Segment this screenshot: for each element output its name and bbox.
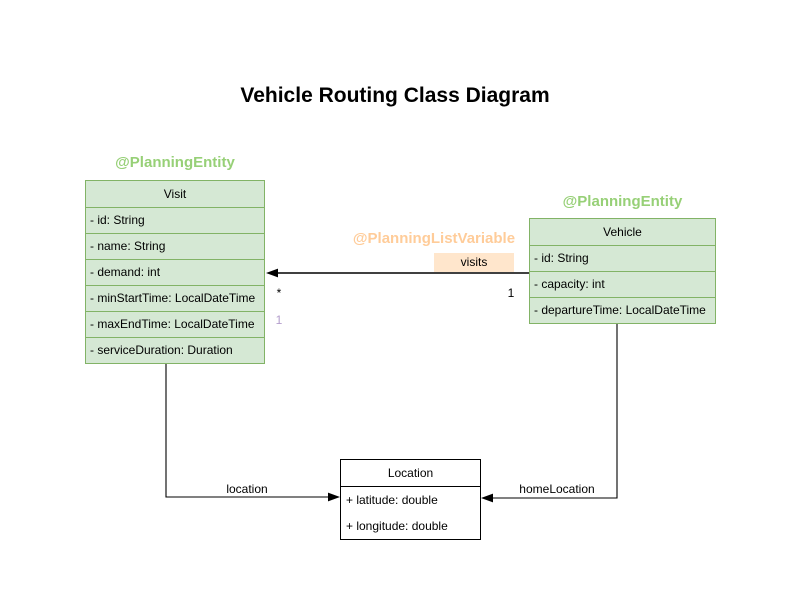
location-edge xyxy=(165,362,329,498)
visits-source-multiplicity: 1 xyxy=(507,286,515,300)
location-arrowhead-icon xyxy=(328,492,340,502)
visits-target-multiplicity: * xyxy=(276,286,282,300)
class-vehicle-attribute: - id: String xyxy=(530,245,715,271)
planning-list-variable-annotation: @PlanningListVariable xyxy=(352,230,516,247)
diagram-title: Vehicle Routing Class Diagram xyxy=(240,84,550,107)
visits-edge-label: visits xyxy=(434,253,514,272)
class-visit-attribute: - demand: int xyxy=(86,259,264,285)
class-visit-attribute: - minStartTime: LocalDateTime xyxy=(86,285,264,311)
class-vehicle: Vehicle - id: String - capacity: int - d… xyxy=(529,218,716,324)
home-location-edge-label: homeLocation xyxy=(519,482,595,496)
visits-arrowhead-icon xyxy=(266,268,278,278)
vehicle-planning-entity-annotation: @PlanningEntity xyxy=(562,193,683,210)
class-visit-name: Visit xyxy=(163,187,187,201)
class-location-name: Location xyxy=(387,466,434,480)
class-vehicle-attribute: - departureTime: LocalDateTime xyxy=(530,297,715,323)
class-visit-attribute: - id: String xyxy=(86,207,264,233)
class-location-attribute: + longitude: double xyxy=(346,519,448,533)
class-visit-attribute: - name: String xyxy=(86,233,264,259)
visits-shadow-multiplicity: 1 xyxy=(275,313,283,327)
class-vehicle-attribute: - capacity: int xyxy=(530,271,715,297)
class-visit-attribute: - maxEndTime: LocalDateTime xyxy=(86,311,264,337)
home-location-arrowhead-icon xyxy=(481,493,493,503)
visit-planning-entity-annotation: @PlanningEntity xyxy=(115,154,235,171)
home-location-edge xyxy=(492,322,618,499)
class-visit: Visit - id: String - name: String - dema… xyxy=(85,180,265,364)
class-vehicle-name: Vehicle xyxy=(603,225,642,239)
class-location-attribute: + latitude: double xyxy=(346,493,438,507)
class-location: Location + latitude: double + longitude:… xyxy=(340,459,481,540)
location-edge-label: location xyxy=(226,482,268,496)
class-visit-attribute: - serviceDuration: Duration xyxy=(86,337,264,363)
